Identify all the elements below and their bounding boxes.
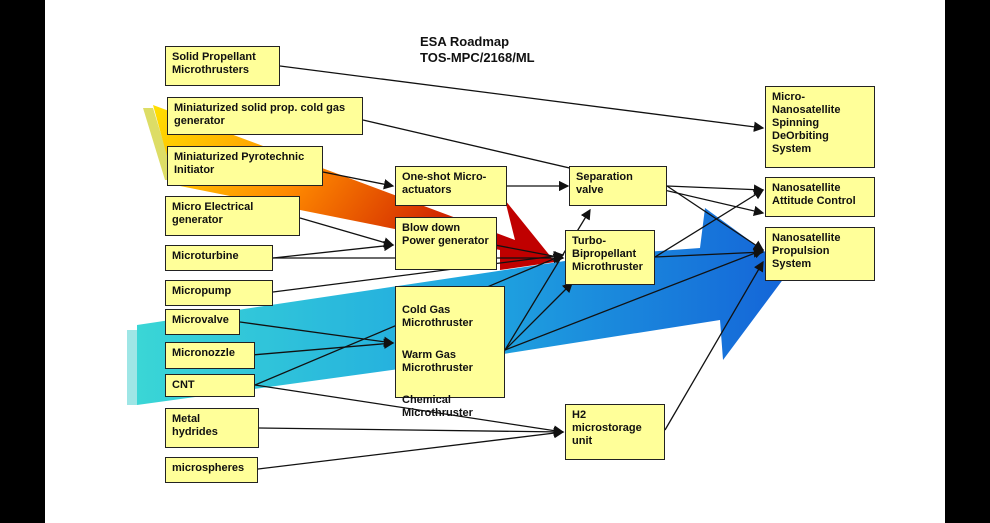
node-microvalve: Microvalve <box>165 309 240 335</box>
node-label: Cold Gas Microthruster <box>402 304 473 329</box>
node-label: Micropump <box>172 285 232 297</box>
node-label: Separation valve <box>576 171 633 196</box>
connector <box>494 244 565 262</box>
title-line2: TOS-MPC/2168/ML <box>420 50 535 65</box>
connector <box>666 184 765 195</box>
connector <box>272 250 565 293</box>
node-label: Micro Electrical generator <box>172 201 254 226</box>
node-miniaturized-pyrotechnic-initiator: Miniaturized Pyrotechnic Initiator <box>167 146 323 186</box>
node-label: Warm Gas Microthruster <box>402 349 473 374</box>
node-label: One-shot Micro- actuators <box>402 171 487 196</box>
node-gas-chemical-microthrusters: Cold Gas Microthruster Warm Gas Microthr… <box>395 286 505 419</box>
title-line1: ESA Roadmap <box>420 34 510 49</box>
node-one-shot-micro-actuators: One-shot Micro- actuators <box>395 166 507 206</box>
connector <box>254 384 565 436</box>
node-micronozzle: Micronozzle <box>165 342 255 369</box>
node-separation-valve: Separation valve <box>569 166 667 206</box>
connector <box>664 260 764 431</box>
node-cnt: CNT <box>165 374 255 397</box>
node-label: Micronozzle <box>172 347 235 359</box>
node-microturbine: Microturbine <box>165 245 273 271</box>
node-label: CNT <box>172 379 195 391</box>
connector <box>322 171 395 190</box>
connector <box>299 217 395 248</box>
node-label: Micro- Nanosatellite Spinning DeOrbiting… <box>772 91 841 155</box>
node-label: Solid Propellant Microthrusters <box>172 51 256 76</box>
node-label: H2 microstorage unit <box>572 409 642 447</box>
node-label: microspheres <box>172 462 245 474</box>
connector <box>666 185 765 251</box>
connector <box>239 338 395 357</box>
node-miniaturized-solid-prop-gas-generator: Miniaturized solid prop. cold gas genera… <box>167 97 363 135</box>
node-micro-nanosatellite-deorbiting-system: Micro- Nanosatellite Spinning DeOrbiting… <box>765 86 875 168</box>
node-nanosatellite-attitude-control: Nanosatellite Attitude Control <box>765 177 875 217</box>
node-microspheres: microspheres <box>165 457 258 483</box>
node-nanosatellite-propulsion-system: Nanosatellite Propulsion System <box>765 227 875 281</box>
node-metal-hydrides: Metal hydrides <box>165 408 259 448</box>
node-solid-propellant-microthrusters: Solid Propellant Microthrusters <box>165 46 280 86</box>
node-label: Nanosatellite Propulsion System <box>772 232 841 270</box>
connector <box>239 321 395 347</box>
node-label: Miniaturized Pyrotechnic Initiator <box>174 151 305 176</box>
connector <box>258 426 565 438</box>
connector <box>362 119 765 217</box>
node-h2-microstorage-unit: H2 microstorage unit <box>565 404 665 460</box>
node-label: Turbo- Bipropellant Microthruster <box>572 235 643 273</box>
node-label: Chemical Microthruster <box>402 394 473 419</box>
diagram-title: ESA Roadmap TOS-MPC/2168/ML <box>420 34 535 66</box>
node-micro-electrical-generator: Micro Electrical generator <box>165 196 300 236</box>
node-label: Miniaturized solid prop. cold gas genera… <box>174 102 346 127</box>
connector <box>504 282 573 351</box>
node-label: Nanosatellite Attitude Control <box>772 182 856 207</box>
connector <box>272 240 395 259</box>
node-label: Blow down Power generator <box>402 222 489 247</box>
node-micropump: Micropump <box>165 280 273 306</box>
diagram-canvas: ESA Roadmap TOS-MPC/2168/ML Solid Propel… <box>45 0 945 523</box>
node-label: Microturbine <box>172 250 239 262</box>
connector <box>504 248 765 351</box>
node-turbo-bipropellant-microthruster: Turbo- Bipropellant Microthruster <box>565 230 655 285</box>
connector <box>654 189 765 258</box>
node-blow-down-power-generator: Blow down Power generator <box>395 217 497 270</box>
node-label: Metal hydrides <box>172 413 218 438</box>
connector <box>249 427 565 471</box>
connector <box>654 247 765 258</box>
connector <box>279 65 765 132</box>
node-label: Microvalve <box>172 314 229 326</box>
